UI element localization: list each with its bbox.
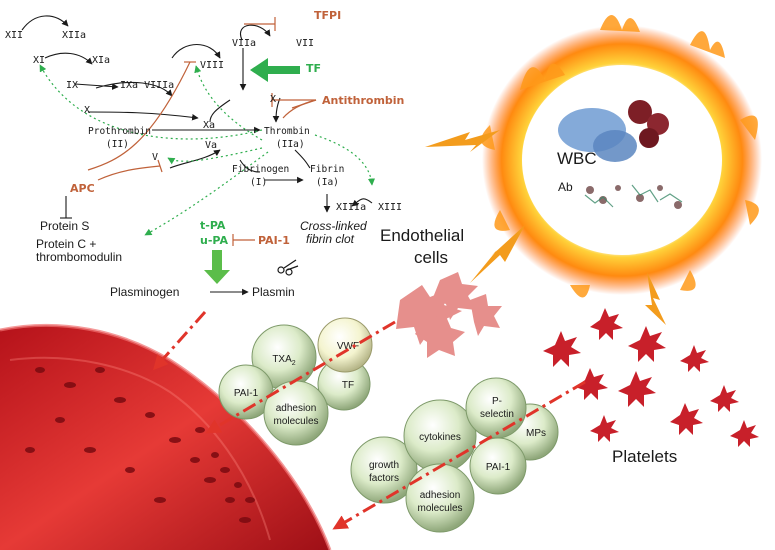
wbc-label: WBC bbox=[557, 149, 597, 168]
lightning-bolts bbox=[425, 130, 666, 325]
scissors-icon bbox=[277, 259, 299, 276]
thrombin-iia: (IIa) bbox=[276, 139, 305, 150]
sphere-molecules: molecules bbox=[273, 416, 318, 427]
down-arrow-icon bbox=[204, 250, 230, 284]
factor-v: V bbox=[152, 152, 158, 163]
plasminogen-label: Plasminogen bbox=[110, 285, 179, 299]
blood-vessel bbox=[0, 323, 332, 550]
endothelial-spheres: TXA2 VWF PAI-1 TF adhesion molecules bbox=[218, 317, 373, 446]
tfpi-label: TFPI bbox=[314, 9, 341, 22]
factor-ixa-viiia: IXa VIIIa bbox=[120, 80, 174, 91]
sphere-adhesion: adhesion bbox=[276, 403, 317, 414]
factor-viii: VIII bbox=[200, 60, 224, 71]
endothelial-cells bbox=[396, 272, 502, 358]
plasmin-label: Plasmin bbox=[252, 285, 295, 299]
antithrombin-label: Antithrombin bbox=[322, 94, 404, 107]
tf-arrow-icon bbox=[250, 58, 300, 82]
flow-arrows bbox=[153, 311, 586, 530]
wbc-inflammation bbox=[481, 15, 762, 298]
factor-xii: XII bbox=[5, 30, 23, 41]
factor-x-left: X bbox=[84, 105, 90, 116]
sphere-molecules-platelet: molecules bbox=[417, 503, 462, 514]
factor-xia: XIa bbox=[92, 55, 110, 66]
factor-vii: VII bbox=[296, 38, 314, 49]
coagulation-cascade: XII XIIa XI XIa IX IXa VIIIa VIII VIIa V… bbox=[5, 9, 404, 299]
endothelial-label: Endothelial bbox=[380, 226, 464, 245]
protein-c-label: Protein C + bbox=[36, 237, 96, 251]
sphere-vwf: VWF bbox=[337, 341, 359, 352]
tf-label: TF bbox=[306, 62, 321, 75]
protein-s-label: Protein S bbox=[40, 219, 89, 233]
prothrombin-label: Prothrombin bbox=[88, 126, 151, 137]
sphere-adhesion-platelet: adhesion bbox=[420, 490, 461, 501]
platelets-cluster bbox=[543, 308, 759, 447]
apc-label: APC bbox=[70, 182, 95, 195]
fibrin-ia: (Ia) bbox=[316, 177, 339, 188]
sphere-p: P- bbox=[492, 396, 502, 407]
sphere-mps: MPs bbox=[526, 428, 546, 439]
factor-xiii: XIII bbox=[378, 202, 402, 213]
fibrinogen-label: Fibrinogen bbox=[232, 164, 289, 175]
pai1-label: PAI-1 bbox=[258, 234, 290, 247]
fibrin-clot-label: fibrin clot bbox=[306, 232, 355, 246]
factor-xiiia: XIIIa bbox=[336, 202, 366, 213]
thrombomodulin-label: thrombomodulin bbox=[36, 250, 122, 264]
sphere-pai1-platelet: PAI-1 bbox=[486, 462, 511, 473]
factor-viia: VIIa bbox=[232, 38, 256, 49]
cross-linked-label: Cross-linked bbox=[300, 219, 367, 233]
sphere-tf: TF bbox=[342, 380, 354, 391]
sphere-txa2: TXA2 bbox=[272, 354, 295, 367]
sphere-pai1: PAI-1 bbox=[234, 388, 259, 399]
factor-xi: XI bbox=[33, 55, 45, 66]
factor-x-right: X bbox=[270, 94, 276, 105]
sphere-growth: growth bbox=[369, 460, 399, 471]
sphere-selectin: selectin bbox=[480, 409, 514, 420]
prothrombin-ii: (II) bbox=[106, 139, 129, 150]
factor-xiia: XIIa bbox=[62, 30, 86, 41]
sphere-cytokines: cytokines bbox=[419, 432, 461, 443]
tpa-label: t-PA bbox=[200, 219, 226, 232]
fibrin-label: Fibrin bbox=[310, 164, 344, 175]
platelet-spheres: P- selectin cytokines MPs growth factors… bbox=[350, 377, 559, 533]
factor-xa: Xa bbox=[203, 120, 215, 131]
wbc-cell bbox=[558, 100, 669, 162]
cells-label: cells bbox=[414, 248, 448, 267]
thrombin-label: Thrombin bbox=[264, 126, 310, 137]
factor-ix: IX bbox=[66, 80, 78, 91]
fibrinogen-i: (I) bbox=[250, 177, 267, 188]
sphere-factors: factors bbox=[369, 473, 399, 484]
ab-label: Ab bbox=[558, 180, 573, 194]
platelets-label: Platelets bbox=[612, 447, 677, 466]
upa-label: u-PA bbox=[200, 234, 228, 247]
factor-va: Va bbox=[205, 140, 217, 151]
